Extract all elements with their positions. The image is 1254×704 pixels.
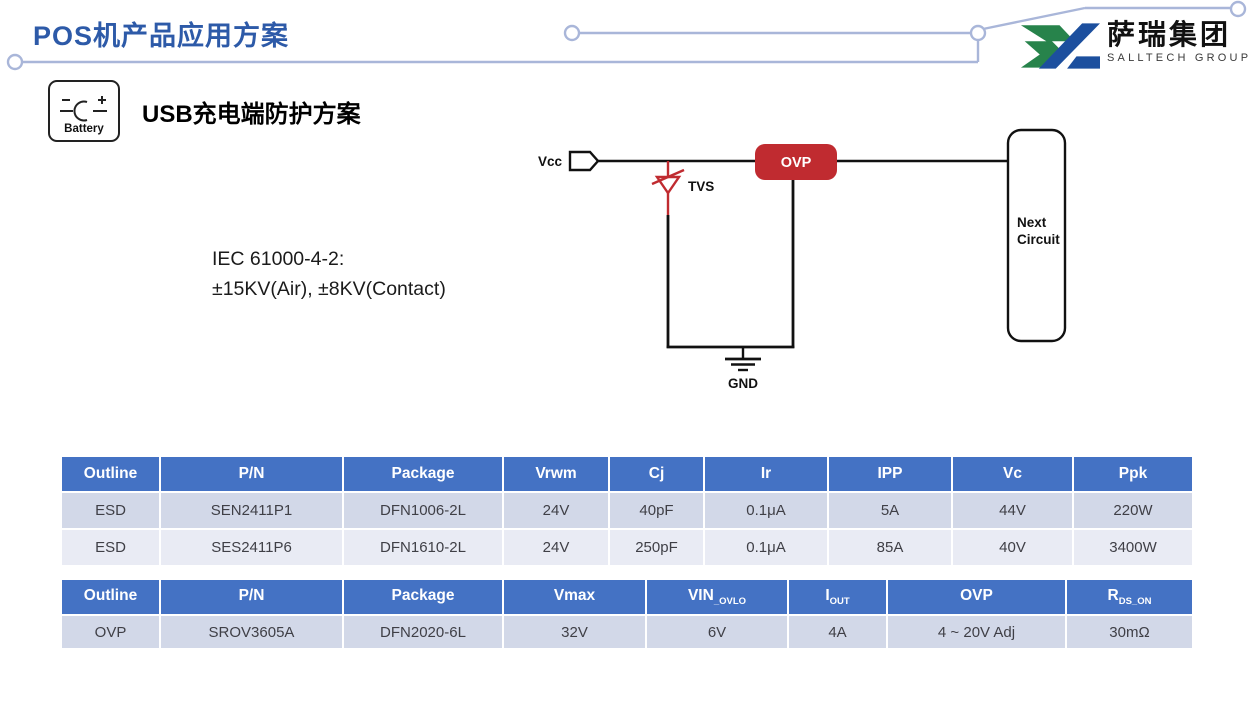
ovp-block: [755, 144, 837, 180]
ground-icon: [725, 357, 761, 372]
cell: 3400W: [1074, 530, 1192, 565]
cell: 250pF: [610, 530, 703, 565]
cell: 0.1μA: [705, 493, 827, 528]
cell: DFN1610-2L: [344, 530, 502, 565]
cell: 30mΩ: [1067, 616, 1192, 648]
cell: DFN2020-6L: [344, 616, 502, 648]
cell: 220W: [1074, 493, 1192, 528]
section-heading-prefix: USB: [142, 101, 193, 128]
column-header: Package: [344, 580, 502, 614]
decorative-trace: [6, 0, 1247, 71]
column-header: VIN_OVLO: [647, 580, 787, 614]
cell: SES2411P6: [161, 530, 342, 565]
cell: 0.1μA: [705, 530, 827, 565]
gnd-label: GND: [728, 376, 758, 391]
battery-symbol-icon: [60, 96, 107, 122]
next-circuit-label-line1: Next: [1017, 215, 1047, 230]
column-header: Vrwm: [504, 457, 608, 491]
cell: 85A: [829, 530, 951, 565]
battery-icon: Battery: [48, 80, 120, 142]
cell: 24V: [504, 530, 608, 565]
cell: DFN1006-2L: [344, 493, 502, 528]
column-header: IPP: [829, 457, 951, 491]
cell: 24V: [504, 493, 608, 528]
table-row: ESD SEN2411P1 DFN1006-2L 24V 40pF 0.1μA …: [62, 493, 1192, 528]
ovp-label: OVP: [781, 155, 812, 171]
cell: SEN2411P1: [161, 493, 342, 528]
column-header: P/N: [161, 457, 342, 491]
vcc-connector: [568, 150, 600, 172]
cell: 32V: [504, 616, 645, 648]
iec-note-line2: ±15KV(Air), ±8KV(Contact): [212, 277, 446, 300]
cell: SROV3605A: [161, 616, 342, 648]
column-header: RDS_ON: [1067, 580, 1192, 614]
cell: 40V: [953, 530, 1072, 565]
circuit-diagram: Vcc TVS OVP GND Next Circuit: [538, 128, 1067, 391]
column-header: P/N: [161, 580, 342, 614]
column-header: Ir: [705, 457, 827, 491]
cell: 4A: [789, 616, 886, 648]
esd-parts-table: Outline P/N Package Vrwm Cj Ir IPP Vc Pp…: [60, 455, 1194, 567]
iec-note-line1: IEC 61000-4-2:: [212, 248, 345, 270]
cell: 44V: [953, 493, 1072, 528]
cell: 5A: [829, 493, 951, 528]
cell: ESD: [62, 493, 159, 528]
cell: 4 ~ 20V Adj: [888, 616, 1065, 648]
cell: ESD: [62, 530, 159, 565]
table-header-row: Outline P/N Package Vrwm Cj Ir IPP Vc Pp…: [62, 457, 1192, 491]
column-header: OVP: [888, 580, 1065, 614]
vcc-label: Vcc: [538, 154, 563, 169]
table-header-row: Outline P/N Package Vmax VIN_OVLO IOUT O…: [62, 580, 1192, 614]
column-header: Vmax: [504, 580, 645, 614]
logo-name-en: SALLTECH GROUP: [1107, 52, 1252, 64]
column-header: Cj: [610, 457, 703, 491]
column-header: Package: [344, 457, 502, 491]
page-title: POS机产品应用方案: [33, 21, 290, 51]
column-header: IOUT: [789, 580, 886, 614]
column-header: Outline: [62, 580, 159, 614]
next-circuit-block: [1006, 128, 1067, 343]
table-row: ESD SES2411P6 DFN1610-2L 24V 250pF 0.1μA…: [62, 530, 1192, 565]
company-logo: 萨瑞集团 SALLTECH GROUP: [1020, 20, 1251, 72]
ovp-parts-table: Outline P/N Package Vmax VIN_OVLO IOUT O…: [60, 578, 1194, 650]
column-header: Vc: [953, 457, 1072, 491]
next-circuit-label-line2: Circuit: [1017, 232, 1060, 247]
section-heading: USB充电端防护方案: [142, 94, 361, 129]
cell: 40pF: [610, 493, 703, 528]
table-row: OVP SROV3605A DFN2020-6L 32V 6V 4A 4 ~ 2…: [62, 616, 1192, 648]
logo-name-cn: 萨瑞集团: [1107, 19, 1232, 50]
column-header: Outline: [62, 457, 159, 491]
logo-mark-icon: [1020, 23, 1100, 69]
column-header: Ppk: [1074, 457, 1192, 491]
cell: 6V: [647, 616, 787, 648]
cell: OVP: [62, 616, 159, 648]
iec-note: IEC 61000-4-2: ±15KV(Air), ±8KV(Contact): [212, 245, 446, 304]
tvs-label: TVS: [688, 179, 714, 194]
battery-icon-label: Battery: [64, 123, 104, 135]
section-heading-rest: 充电端防护方案: [192, 102, 361, 128]
